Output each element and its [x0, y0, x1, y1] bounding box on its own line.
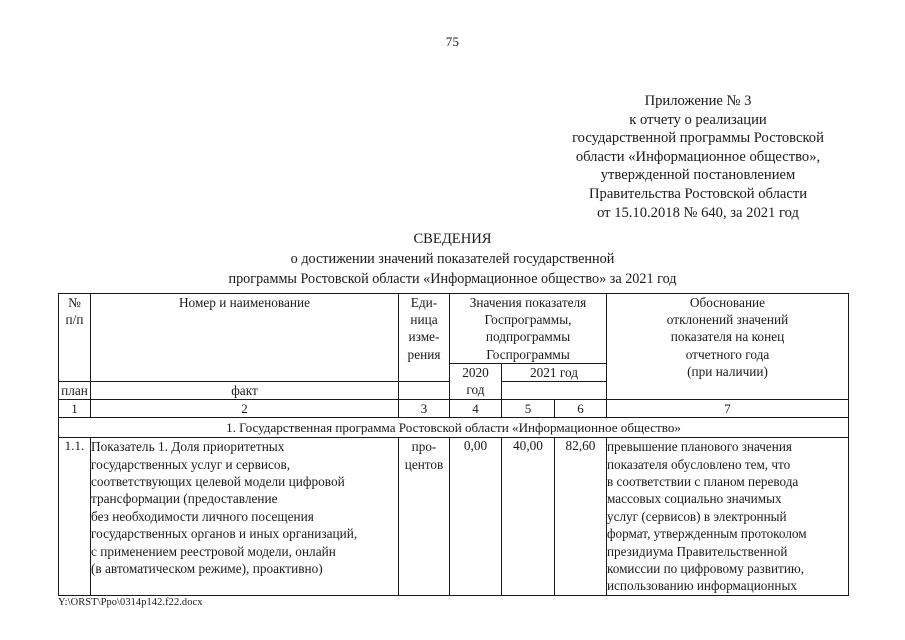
indicator-name-line-4: трансформации (предоставление	[91, 491, 278, 507]
column-number-2: 2	[90, 399, 399, 419]
row-index: 1.1.	[58, 437, 91, 596]
row-unit: про- центов	[398, 437, 450, 596]
footer-file-path: Y:\ORST\Ppo\0314p142.f22.docx	[58, 597, 203, 608]
header-year-2021-label: 2021 год	[529, 364, 579, 380]
header-values-line-1: Значения показателя	[469, 295, 587, 310]
document-subtitle-line-2: программы Ростовской области «Информацио…	[228, 271, 677, 287]
header-justification-line-1: Обоснование	[689, 295, 766, 310]
header-justification-line-3: показателя на конец	[670, 329, 785, 345]
unit-line-2: центов	[404, 456, 444, 472]
row-indicator-name: Показатель 1. Доля приоритетных государс…	[90, 437, 399, 596]
header-values-line-4: Госпрограммы	[486, 346, 570, 362]
justification-line-5: услуг (сервисов) в электронный	[607, 508, 787, 524]
table-section-row: 1. Государственная программа Ростовской …	[58, 417, 849, 439]
justification-line-6: формат, утвержденным протоколом	[607, 526, 807, 542]
header-unit-line-2: ница	[410, 312, 438, 328]
appendix-line-1: Приложение № 3	[644, 93, 752, 109]
appendix-line-6: Правительства Ростовской области	[588, 185, 808, 202]
column-number-4: 4	[449, 399, 502, 419]
indicator-name-line-2: государственных услуг и сервисов,	[91, 456, 291, 472]
document-subtitle-line-1: о достижении значений показателей госуда…	[290, 251, 615, 267]
header-cell-year-2021: 2021 год	[501, 362, 607, 383]
appendix-line-5: утвержденной постановлением	[600, 167, 796, 184]
unit-line-1: про-	[411, 439, 437, 455]
header-unit-line-3: изме-	[408, 329, 440, 345]
appendix-line-2: к отчету о реализации	[629, 111, 767, 128]
document-heading: СВЕДЕНИЯ	[413, 231, 492, 247]
report-table: № п/п Номер и наименование Еди- ница изм…	[58, 292, 849, 596]
header-unit-line-4: рения	[407, 346, 441, 362]
justification-line-1: превышение планового значения	[607, 439, 792, 455]
header-unit-line-1: Еди-	[410, 295, 438, 310]
row-value-2021-fact: 82,60	[554, 437, 607, 596]
indicator-name-line-3: соответствующих целевой модели цифровой	[91, 474, 345, 490]
column-number-6: 6	[554, 399, 607, 419]
indicator-name-line-1: Показатель 1. Доля приоритетных	[91, 439, 285, 455]
header-name-label: Номер и наименование	[178, 295, 311, 310]
header-cell-unit: Еди- ница изме- рения	[398, 292, 450, 383]
appendix-header-block: Приложение № 3 к отчету о реализации гос…	[538, 92, 858, 222]
table-header-row-main: № п/п Номер и наименование Еди- ница изм…	[58, 292, 849, 401]
header-index-line-2: п/п	[65, 312, 84, 328]
header-justification-line-2: отклонений значений	[666, 312, 789, 328]
header-index-line-1: №	[68, 295, 81, 310]
header-justification-line-4: отчетного года	[685, 346, 770, 362]
indicator-name-line-5: без необходимости личного посещения	[91, 508, 314, 524]
table-row: 1.1. Показатель 1. Доля приоритетных гос…	[58, 437, 849, 596]
header-values-line-3: подпрограммы	[485, 329, 571, 345]
justification-line-2: показателя обусловлено тем, что	[607, 456, 791, 472]
indicator-name-line-7: с применением реестровой модели, онлайн	[91, 543, 336, 559]
appendix-line-7: от 15.10.2018 № 640, за 2021 год	[597, 204, 799, 221]
appendix-line-3: государственной программы Ростовской	[572, 130, 824, 147]
report-table-container: № п/п Номер и наименование Еди- ница изм…	[58, 292, 849, 596]
indicator-name-line-8: (в автоматическом режиме), проактивно)	[91, 561, 323, 577]
justification-line-3: в соответствии с планом перевода	[607, 474, 799, 490]
row-value-2021-plan: 40,00	[501, 437, 555, 596]
header-plan-label: план	[61, 383, 88, 399]
appendix-line-4: области «Информационное общество»,	[575, 148, 821, 165]
table-header-row-planfact: план факт	[58, 381, 849, 401]
header-cell-plan: план	[58, 381, 91, 401]
justification-line-9: использованию информационных	[607, 578, 797, 594]
row-value-2020: 0,00	[449, 437, 502, 596]
header-cell-fact: факт	[90, 381, 399, 401]
column-number-7: 7	[606, 399, 849, 419]
column-number-1: 1	[58, 399, 91, 419]
header-cell-justification: Обоснование отклонений значений показате…	[606, 292, 849, 401]
header-year-2020-line-2: год	[466, 382, 485, 398]
header-year-2020-line-1: 2020	[462, 364, 489, 380]
header-fact-label: факт	[231, 383, 258, 399]
header-justification-line-5: (при наличии)	[687, 363, 768, 379]
header-values-line-2: Госпрограммы,	[484, 312, 572, 328]
document-title-block: СВЕДЕНИЯ о достижении значений показател…	[0, 229, 905, 289]
justification-line-7: президиума Правительственной	[607, 543, 788, 559]
indicator-name-line-6: государственных органов и иных организац…	[91, 526, 358, 542]
section-row-label: 1. Государственная программа Ростовской …	[58, 417, 849, 439]
column-number-5: 5	[501, 399, 555, 419]
header-cell-name: Номер и наименование	[90, 292, 399, 383]
justification-line-8: комиссии по цифровому развитию,	[607, 561, 805, 577]
column-number-3: 3	[398, 399, 450, 419]
row-justification: превышение планового значения показателя…	[606, 437, 849, 596]
header-cell-index: № п/п	[58, 292, 91, 383]
table-header-row-years: 2020 год 2021 год	[59, 362, 849, 401]
justification-line-4: массовых социально значимых	[607, 491, 782, 507]
header-cell-year-2020: 2020 год	[449, 362, 502, 401]
table-column-number-row: 1 2 3 4 5 6 7	[58, 399, 849, 419]
page-number: 75	[445, 34, 460, 49]
header-cell-values-group: Значения показателя Госпрограммы, подпро…	[449, 293, 607, 364]
